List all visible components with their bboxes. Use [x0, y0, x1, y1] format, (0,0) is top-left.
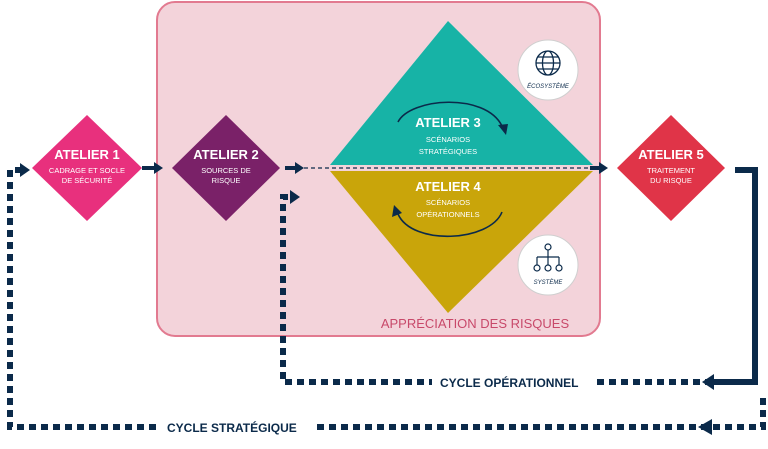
- system-label: SYSTÈME: [534, 279, 564, 286]
- atelier-2[interactable]: ATELIER 2 SOURCES DE RISQUE: [172, 115, 280, 221]
- globe-icon: [535, 50, 561, 76]
- atelier-1-line2: DE SÉCURITÉ: [62, 176, 112, 185]
- ecosystem-badge: ÉCOSYSTÈME: [517, 39, 579, 101]
- atelier-3-line1: SCÉNARIOS: [426, 135, 470, 144]
- atelier-2-line1: SOURCES DE: [201, 166, 251, 175]
- operational-cycle-label: CYCLE OPÉRATIONNEL: [440, 375, 578, 390]
- operational-cycle: CYCLE OPÉRATIONNEL: [280, 167, 758, 390]
- atelier-4-line2: OPÉRATIONNELS: [416, 210, 479, 219]
- atelier-3-title: ATELIER 3: [415, 115, 481, 130]
- atelier-3-triangle: [330, 21, 593, 165]
- atelier-1[interactable]: ATELIER 1 CADRAGE ET SOCLE DE SÉCURITÉ: [32, 115, 142, 221]
- arrowhead-strategic: [698, 419, 712, 435]
- atelier-4-title: ATELIER 4: [415, 179, 481, 194]
- atelier-2-line2: RISQUE: [212, 176, 241, 185]
- atelier-1-title: ATELIER 1: [54, 147, 120, 162]
- arrowhead-atelier1-in: [20, 163, 30, 177]
- network-icon: [533, 243, 563, 272]
- atelier-4-line1: SCÉNARIOS: [426, 198, 470, 207]
- strategic-cycle: CYCLE STRATÉGIQUE: [7, 163, 766, 436]
- atelier-5-line1: TRAITEMENT: [647, 166, 695, 175]
- atelier-2-diamond: [172, 115, 280, 221]
- atelier-5-line2: DU RISQUE: [650, 176, 692, 185]
- arrowhead-operational: [702, 374, 714, 390]
- ecosystem-label: ÉCOSYSTÈME: [527, 83, 570, 90]
- system-badge: SYSTÈME: [517, 234, 579, 296]
- atelier-4[interactable]: ATELIER 4 SCÉNARIOS OPÉRATIONNELS: [330, 171, 593, 313]
- atelier-1-diamond: [32, 115, 142, 221]
- flow-arrows: [142, 162, 608, 174]
- atelier-5[interactable]: ATELIER 5 TRAITEMENT DU RISQUE: [617, 115, 725, 221]
- atelier-1-line1: CADRAGE ET SOCLE: [49, 166, 125, 175]
- risk-assessment-label: APPRÉCIATION DES RISQUES: [381, 316, 570, 331]
- atelier-3[interactable]: ATELIER 3 SCÉNARIOS STRATÉGIQUES: [330, 21, 593, 165]
- arrowhead-atelier4-in: [290, 190, 300, 204]
- strategic-cycle-label: CYCLE STRATÉGIQUE: [167, 420, 297, 435]
- atelier-5-title: ATELIER 5: [638, 147, 704, 162]
- atelier-3-cycle-arrow: [397, 101, 503, 127]
- atelier-5-diamond: [617, 115, 725, 221]
- atelier-4-triangle: [330, 171, 593, 313]
- atelier-3-line2: STRATÉGIQUES: [419, 147, 477, 156]
- atelier-4-cycle-arrow: [397, 211, 503, 238]
- atelier-2-title: ATELIER 2: [193, 147, 259, 162]
